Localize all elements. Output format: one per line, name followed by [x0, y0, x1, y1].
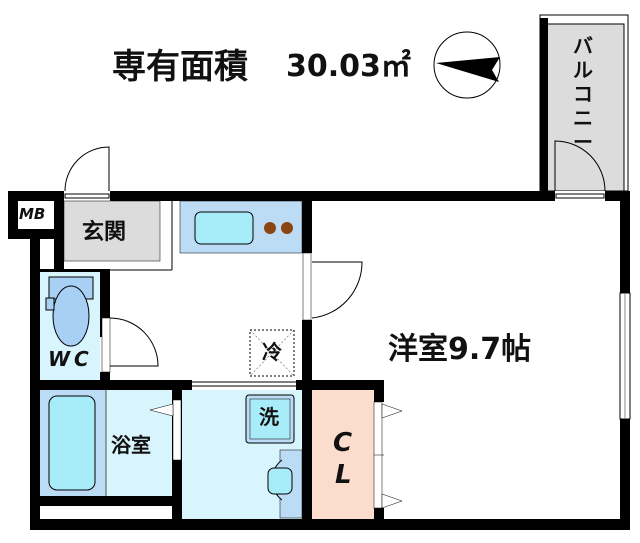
washer-label: 洗	[259, 405, 279, 429]
closet-label-l: L	[335, 460, 352, 490]
bathroom-label: 浴室	[111, 433, 151, 457]
wc-label: WC	[48, 347, 93, 371]
balcony-label: バルコニー	[573, 34, 593, 154]
balcony-fill	[545, 23, 625, 192]
closet-label-c: C	[333, 428, 353, 458]
area-value: 30.03㎡	[286, 49, 411, 84]
fridge-label: 冷	[262, 340, 282, 364]
area-label: 専有面積	[112, 47, 248, 87]
mb-label: MB	[19, 205, 46, 223]
western-room-label: 洋室9.7帖	[388, 332, 532, 367]
entrance-label: 玄関	[82, 220, 127, 245]
north-arrow-icon	[433, 31, 501, 99]
